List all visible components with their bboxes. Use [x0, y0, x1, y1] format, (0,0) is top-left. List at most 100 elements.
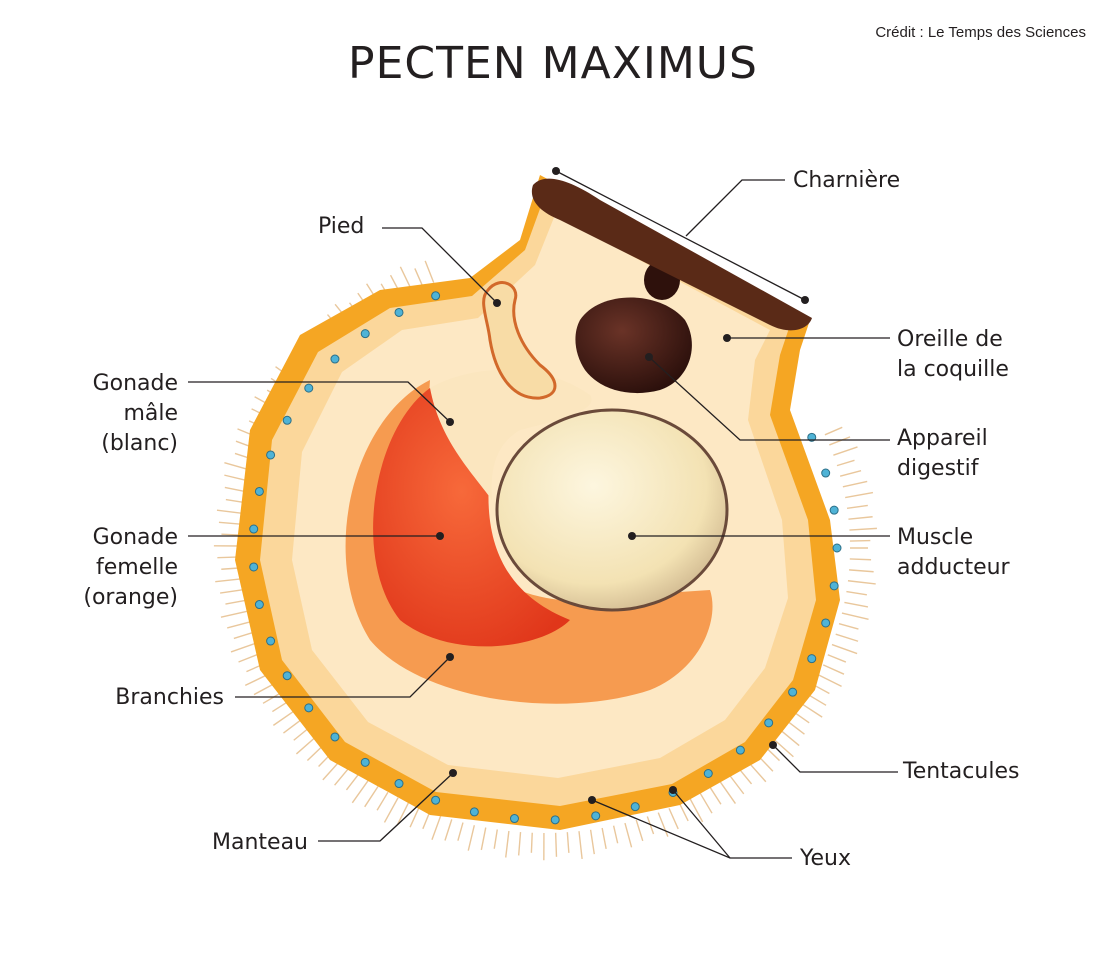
- tentacle: [849, 527, 877, 531]
- tentacle: [295, 735, 317, 755]
- tentacle: [635, 819, 644, 842]
- tentacle: [493, 829, 498, 849]
- label-oreille-2: la coquille: [897, 357, 1009, 382]
- tentacle: [227, 621, 251, 629]
- tentacle: [835, 633, 859, 642]
- eye: [330, 354, 340, 364]
- eye: [821, 468, 831, 478]
- label-gonade-femelle-2: femelle: [96, 555, 178, 580]
- eye: [266, 636, 276, 646]
- tentacle: [215, 578, 242, 583]
- tentacle: [842, 480, 868, 488]
- tentacle: [849, 558, 872, 561]
- tentacle: [786, 720, 805, 735]
- eye: [591, 811, 601, 821]
- tentacle: [824, 426, 843, 436]
- tentacle: [376, 791, 389, 811]
- tentacle: [505, 830, 510, 858]
- tentacle: [218, 521, 242, 525]
- label-muscle-1: Muscle: [897, 525, 973, 550]
- eye: [249, 524, 259, 534]
- tentacle: [699, 792, 713, 814]
- tentacle: [771, 737, 794, 758]
- label-gonade-femelle-1: Gonade: [93, 525, 178, 550]
- eye: [360, 329, 370, 339]
- label-oreille-1: Oreille de: [897, 327, 1003, 352]
- eye: [304, 383, 314, 393]
- tentacle: [293, 727, 310, 741]
- tentacle: [848, 516, 873, 520]
- eye: [304, 703, 314, 713]
- tentacle: [233, 631, 254, 640]
- eye: [703, 768, 713, 778]
- tentacle: [689, 798, 704, 823]
- tentacle: [679, 803, 689, 822]
- tentacle: [383, 797, 399, 823]
- tentacle: [800, 702, 823, 718]
- tentacle: [530, 832, 533, 853]
- eye: [509, 814, 519, 824]
- tentacle: [719, 781, 737, 804]
- tentacle: [841, 612, 869, 620]
- tentacle: [601, 827, 607, 850]
- eye: [829, 505, 839, 515]
- tentacle: [709, 787, 722, 805]
- eye: [431, 291, 441, 301]
- eye: [254, 486, 264, 496]
- tentacle: [283, 718, 302, 734]
- tentacle: [846, 590, 867, 596]
- eye: [807, 654, 817, 664]
- tentacle: [738, 767, 753, 785]
- tentacle: [612, 825, 619, 844]
- tentacle: [846, 504, 868, 510]
- eye: [282, 671, 292, 681]
- label-pied: Pied: [318, 214, 364, 239]
- eye: [394, 779, 404, 789]
- tentacle: [554, 832, 558, 857]
- label-appareil-1: Appareil: [897, 426, 988, 451]
- label-gonade-male-3: (blanc): [101, 431, 178, 456]
- eye: [360, 757, 370, 767]
- tentacle: [345, 773, 360, 791]
- tentacle: [409, 807, 420, 828]
- eye: [266, 450, 276, 460]
- tentacle: [431, 815, 442, 841]
- label-appareil-2: digestif: [897, 456, 980, 481]
- tentacle: [467, 825, 475, 851]
- label-yeux: Yeux: [799, 846, 851, 871]
- tentacle: [351, 779, 369, 804]
- tentacle: [827, 654, 847, 663]
- tentacle: [589, 829, 595, 855]
- label-gonade-male-1: Gonade: [93, 371, 178, 396]
- eye: [249, 562, 259, 572]
- tentacle: [624, 822, 633, 848]
- tentacle: [225, 498, 245, 504]
- tentacle: [334, 766, 351, 786]
- eye: [330, 732, 340, 742]
- tentacle: [216, 509, 243, 514]
- tentacle: [847, 580, 876, 585]
- eye: [829, 581, 839, 591]
- tentacle: [220, 588, 244, 594]
- eye: [764, 718, 774, 728]
- leader-lines: [188, 170, 898, 859]
- tentacle: [272, 710, 295, 726]
- tentacle: [844, 601, 869, 608]
- tentacle: [230, 642, 258, 653]
- leader-dots: [436, 167, 809, 804]
- tentacle: [220, 610, 248, 618]
- tentacle: [457, 822, 464, 841]
- foot: [482, 281, 557, 400]
- male-gonad: [430, 369, 592, 500]
- tentacle: [833, 446, 858, 456]
- tentacle: [793, 711, 810, 724]
- tentacle: [566, 832, 570, 853]
- tentacle: [817, 674, 842, 687]
- tentacle: [657, 812, 669, 837]
- label-tentacules: Tentacules: [902, 759, 1019, 784]
- eye: [254, 600, 264, 610]
- adductor-muscle: [495, 408, 729, 612]
- label-gonade-femelle-3: (orange): [83, 585, 178, 610]
- eye: [735, 745, 745, 755]
- eye: [469, 807, 479, 817]
